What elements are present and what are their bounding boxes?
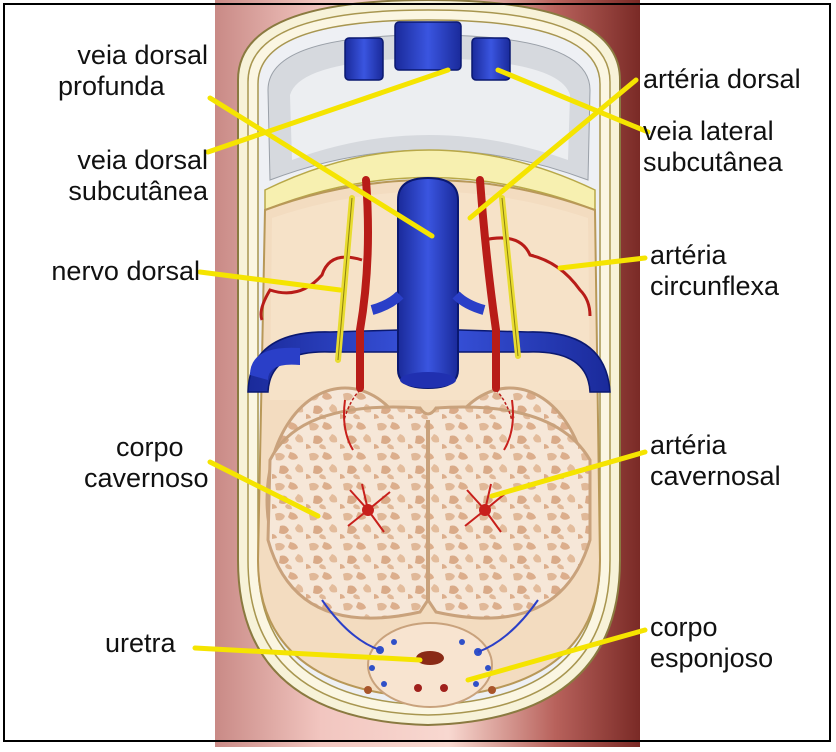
label-line: veia dorsal [40,40,208,71]
label-arteria-circunflexa: artéria circunflexa [650,240,779,302]
label-line: nervo dorsal [22,256,200,287]
label-line: veia lateral [643,116,783,147]
label-line: subcutânea [40,176,208,207]
label-line: uretra [105,628,176,659]
label-veia-dorsal-profunda: veia dorsal profunda [40,40,208,102]
cavernosal-artery-left [362,504,374,516]
label-line: profunda [40,71,208,102]
label-line: circunflexa [650,271,779,302]
label-uretra: uretra [105,628,176,659]
label-line: subcutânea [643,147,783,178]
cavernosal-artery-right [479,504,491,516]
label-line: cavernosal [650,461,781,492]
superficial-dorsal-vein-left [345,38,383,80]
label-line: corpo [84,432,214,463]
deep-dorsal-vein [398,178,458,388]
label-veia-dorsal-subcutanea: veia dorsal subcutânea [40,145,208,207]
label-line: artéria dorsal [643,64,801,95]
label-line: artéria [650,430,781,461]
label-nervo-dorsal: nervo dorsal [22,256,200,287]
label-line: veia dorsal [40,145,208,176]
label-line: esponjoso [650,643,773,674]
label-line: artéria [650,240,779,271]
label-corpo-esponjoso: corpo esponjoso [650,612,773,674]
label-corpo-cavernoso: corpo cavernoso [84,432,214,494]
label-arteria-cavernosal: artéria cavernosal [650,430,781,492]
label-line: cavernoso [84,463,214,494]
label-veia-lateral-subcutanea: veia lateral subcutânea [643,116,783,178]
label-arteria-dorsal: artéria dorsal [643,64,801,95]
label-line: corpo [650,612,773,643]
